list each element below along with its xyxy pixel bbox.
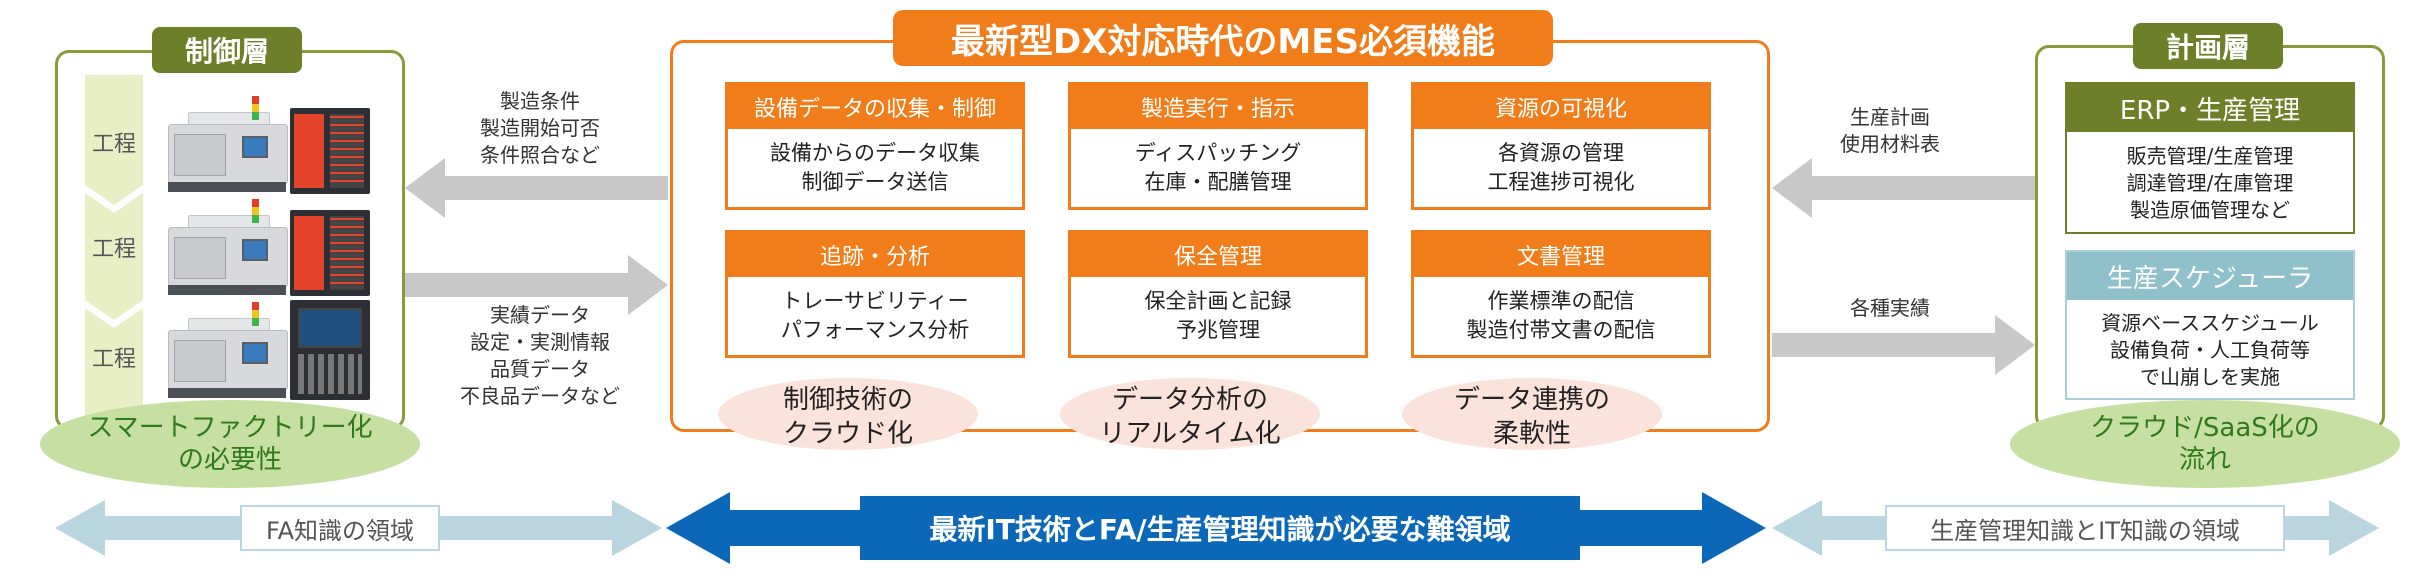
controller-2 xyxy=(290,210,370,296)
function-description: トレーサビリティー パフォーマンス分析 xyxy=(780,288,970,342)
trend-text-data-integration: データ連携の 柔軟性 xyxy=(1453,385,1610,449)
trend-text-realtime-analysis: データ分析の リアルタイム化 xyxy=(1099,385,1281,449)
function-box-tracking: 追跡・分析 トレーサビリティー パフォーマンス分析 xyxy=(725,230,1025,358)
function-title: 製造実行・指示 xyxy=(1071,85,1365,129)
planning-layer-tag: 計画層 xyxy=(2133,23,2283,69)
process-label-1: 工程 xyxy=(91,132,136,158)
operation-panel-3 xyxy=(290,300,370,400)
function-description: ディスパッチング 在庫・配膳管理 xyxy=(1134,140,1302,194)
difficult-domain-label: 最新IT技術とFA/生産管理知識が必要な難領域 xyxy=(860,496,1580,560)
trend-ellipse-2 xyxy=(1060,378,1320,450)
cnc-machine-3 xyxy=(168,302,288,398)
function-box-equipment-data: 設備データの収集・制御 設備からのデータ収集 制御データ送信 xyxy=(725,82,1025,210)
from-control-label: 実績データ 設定・実測情報 品質データ 不良品データなど xyxy=(460,303,620,408)
mes-title: 最新型DX対応時代のMES必須機能 xyxy=(893,10,1553,66)
trend-text-cloud-control: 制御技術の クラウド化 xyxy=(782,385,913,449)
scheduler-title: 生産スケジューラ xyxy=(2067,252,2353,300)
to-plan-label: 各種実績 xyxy=(1850,296,1930,320)
production-it-domain-label: 生産管理知識とIT知識の領域 xyxy=(1885,505,2285,551)
function-box-execution: 製造実行・指示 ディスパッチング 在庫・配膳管理 xyxy=(1068,82,1368,210)
cloud-saas-ellipse: クラウド/SaaS化の 流れ xyxy=(2010,400,2400,488)
trend-ellipse-3 xyxy=(1402,378,1662,450)
arrow-to-control xyxy=(405,158,668,218)
controller-1 xyxy=(290,108,370,194)
function-box-documents: 文書管理 作業標準の配信 製造付帯文書の配信 xyxy=(1411,230,1711,358)
arrow-from-control xyxy=(405,255,668,315)
to-control-label: 製造条件 製造開始可否 条件照合など xyxy=(480,89,600,167)
function-description: 保全計画と記録 予兆管理 xyxy=(1144,288,1292,342)
function-title: 資源の可視化 xyxy=(1414,85,1708,129)
cnc-machine-1 xyxy=(168,96,288,192)
scheduler-box: 生産スケジューラ 資源ベーススケジュール 設備負荷・人工負荷等 で山崩しを実施 xyxy=(2065,250,2355,400)
function-description: 設備からのデータ収集 制御データ送信 xyxy=(770,140,980,194)
function-title: 保全管理 xyxy=(1071,233,1365,277)
function-description: 各資源の管理 工程進捗可視化 xyxy=(1487,140,1635,194)
process-chevrons xyxy=(85,75,143,420)
erp-box: ERP・生産管理 販売管理/生産管理 調達管理/在庫管理 製造原価管理など xyxy=(2065,82,2355,234)
control-layer-tag: 制御層 xyxy=(152,27,302,73)
arrow-to-plan xyxy=(1772,315,2035,375)
process-label-3: 工程 xyxy=(91,347,136,373)
erp-title: ERP・生産管理 xyxy=(2067,84,2353,132)
function-description: 作業標準の配信 製造付帯文書の配信 xyxy=(1466,288,1656,342)
trend-ellipse-1 xyxy=(718,378,978,450)
function-title: 文書管理 xyxy=(1414,233,1708,277)
process-label-2: 工程 xyxy=(91,237,136,263)
erp-description: 販売管理/生産管理 調達管理/在庫管理 製造原価管理など xyxy=(2126,143,2294,222)
fa-domain-label: FA知識の領域 xyxy=(240,505,440,551)
from-plan-label: 生産計画 使用材料表 xyxy=(1840,105,1940,156)
function-title: 追跡・分析 xyxy=(728,233,1022,277)
arrow-from-plan xyxy=(1772,158,2035,218)
scheduler-description: 資源ベーススケジュール 設備負荷・人工負荷等 で山崩しを実施 xyxy=(2101,310,2319,389)
function-box-resource-visualization: 資源の可視化 各資源の管理 工程進捗可視化 xyxy=(1411,82,1711,210)
function-box-maintenance: 保全管理 保全計画と記録 予兆管理 xyxy=(1068,230,1368,358)
cnc-machine-2 xyxy=(168,199,288,295)
function-title: 設備データの収集・制御 xyxy=(728,85,1022,129)
smart-factory-ellipse: スマートファクトリー化 の必要性 xyxy=(40,400,420,488)
